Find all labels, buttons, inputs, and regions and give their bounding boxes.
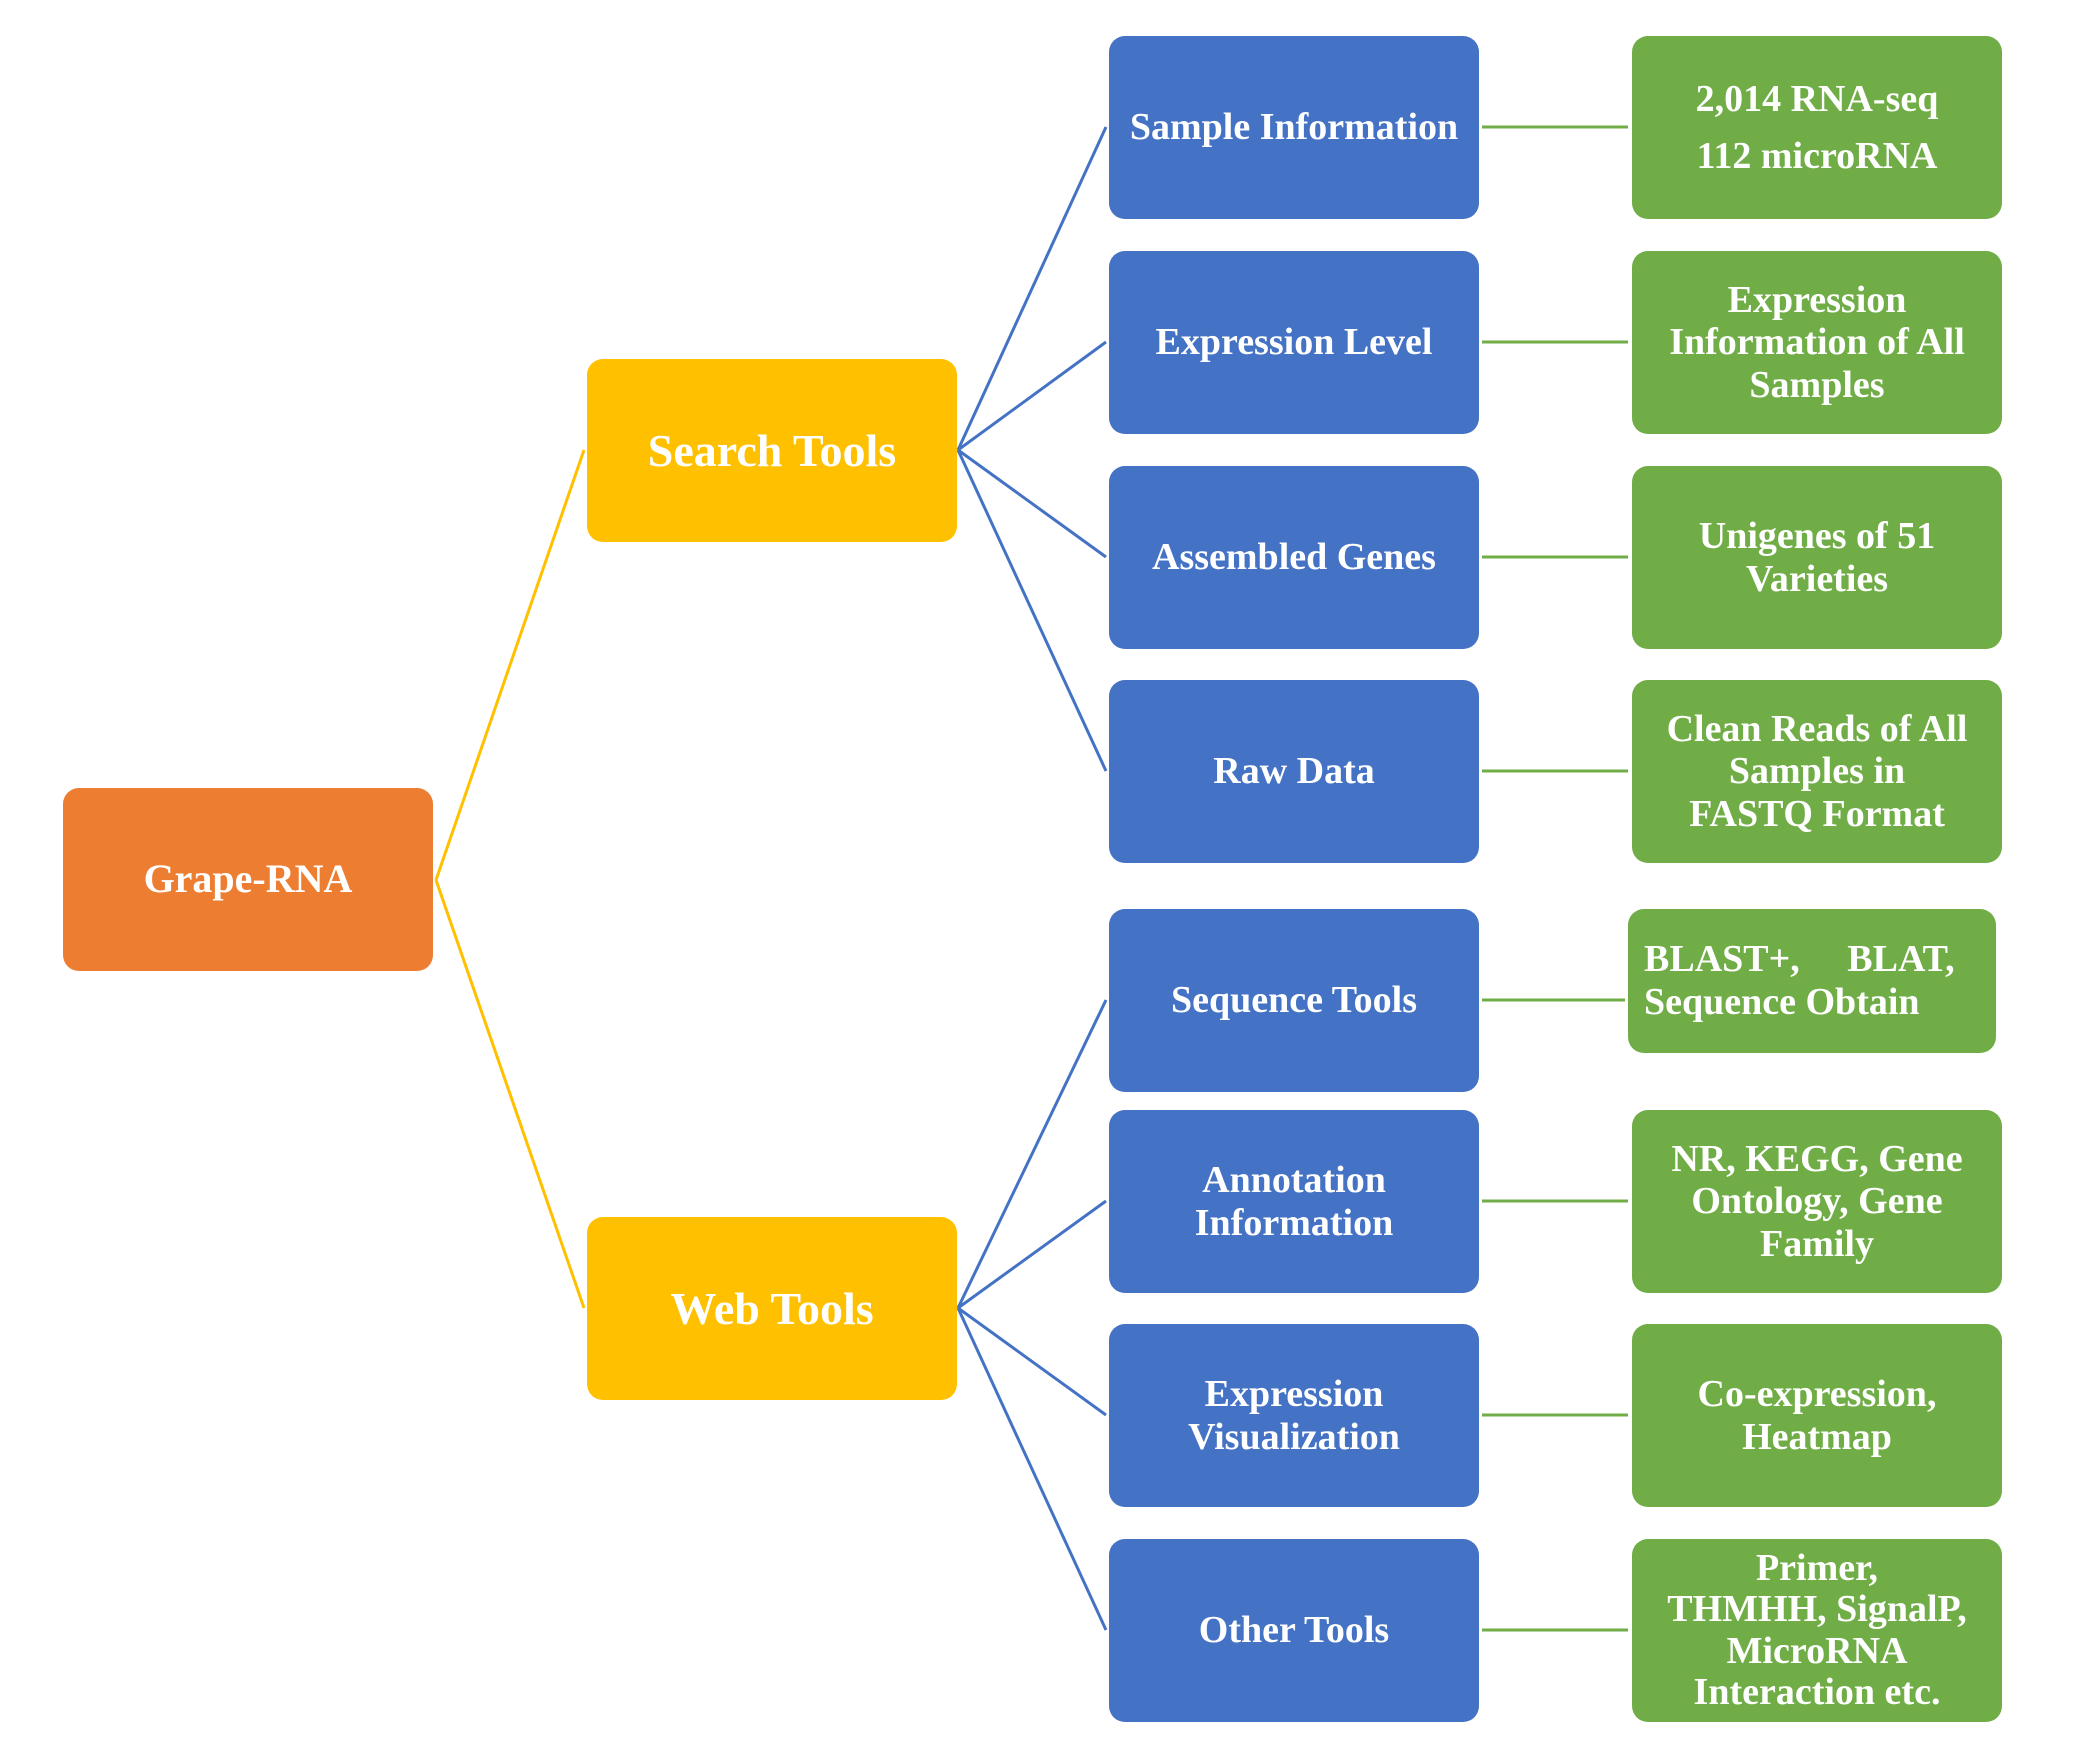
desc-sequence-tools: BLAST+, BLAT, Sequence Obtain	[1628, 909, 1996, 1053]
tool-label: Other Tools	[1198, 1609, 1390, 1652]
desc-expression-visualization: Co-expression, Heatmap	[1632, 1324, 2002, 1507]
connector-search-t3	[957, 448, 1107, 559]
connector-root-search	[434, 449, 586, 881]
tool-expression-level: Expression Level	[1109, 251, 1479, 434]
tool-label: Expression Level	[1155, 321, 1433, 364]
connector-search-t2	[957, 340, 1107, 452]
tool-annotation-information: Annotation Information	[1109, 1110, 1479, 1293]
desc-line: 2,014 RNA-seq	[1695, 77, 1939, 120]
desc-line: Primer,	[1755, 1547, 1879, 1590]
desc-line: Clean Reads of All	[1666, 707, 1968, 750]
root-label: Grape-RNA	[143, 856, 353, 902]
desc-line: Unigenes of 51	[1698, 514, 1936, 557]
tool-label: Sample Information	[1129, 106, 1459, 149]
connector-search-t4	[956, 449, 1108, 772]
tool-assembled-genes: Assembled Genes	[1109, 466, 1479, 649]
tool-label: Assembled Genes	[1152, 536, 1436, 579]
connector-web-t6	[957, 1199, 1107, 1310]
desc-line: FASTQ Format	[1689, 792, 1945, 835]
desc-line: Interaction etc.	[1693, 1670, 1941, 1713]
tool-raw-data: Raw Data	[1109, 680, 1479, 863]
desc-line: NR, KEGG, Gene	[1671, 1137, 1963, 1180]
connector-root-web	[434, 879, 586, 1309]
desc-expression-level: Expression Information of All Samples	[1632, 251, 2002, 434]
desc-line: Ontology, Gene	[1691, 1180, 1943, 1223]
category-label: Search Tools	[647, 424, 897, 476]
tool-label: Sequence Tools	[1170, 979, 1418, 1022]
desc-line: Co-expression,	[1697, 1372, 1937, 1415]
desc-raw-data: Clean Reads of All Samples in FASTQ Form…	[1632, 680, 2002, 863]
desc-line: Samples in	[1728, 750, 1906, 793]
desc-line: Expression	[1727, 278, 1907, 321]
desc-line: MicroRNA	[1726, 1629, 1908, 1672]
tool-label-line: Information	[1194, 1201, 1394, 1244]
connector-search-t1	[956, 126, 1108, 451]
desc-assembled-genes: Unigenes of 51 Varieties	[1632, 466, 2002, 649]
connector-web-t5	[956, 999, 1108, 1309]
desc-annotation-information: NR, KEGG, Gene Ontology, Gene Family	[1632, 1110, 2002, 1293]
tool-other-tools: Other Tools	[1109, 1539, 1479, 1722]
desc-line: Information of All	[1669, 321, 1965, 364]
tool-label-line: Annotation	[1202, 1158, 1386, 1201]
category-search-tools: Search Tools	[587, 359, 957, 542]
desc-line: Sequence Obtain	[1644, 981, 1920, 1023]
desc-line: Varieties	[1745, 557, 1889, 600]
category-web-tools: Web Tools	[587, 1217, 957, 1400]
connector-web-t7	[957, 1306, 1107, 1417]
tool-sequence-tools: Sequence Tools	[1109, 909, 1479, 1092]
desc-line: Heatmap	[1742, 1415, 1892, 1458]
desc-line: 112 microRNA	[1696, 134, 1938, 177]
connector-web-t8	[956, 1307, 1108, 1631]
tool-label: Raw Data	[1213, 750, 1375, 793]
tool-label-line: Visualization	[1188, 1415, 1400, 1458]
desc-sample-information: 2,014 RNA-seq 112 microRNA	[1632, 36, 2002, 219]
desc-line: Samples	[1749, 363, 1885, 406]
tool-label-line: Expression	[1204, 1372, 1384, 1415]
desc-other-tools: Primer, THMHH, SignalP, MicroRNA Interac…	[1632, 1539, 2002, 1722]
desc-line: THMHH, SignalP,	[1667, 1588, 1967, 1631]
tool-expression-visualization: Expression Visualization	[1109, 1324, 1479, 1507]
tool-sample-information: Sample Information	[1109, 36, 1479, 219]
root-node: Grape-RNA	[63, 788, 433, 971]
desc-line: Family	[1760, 1222, 1874, 1265]
category-label: Web Tools	[670, 1282, 874, 1334]
desc-line: BLAST+, BLAT,	[1644, 938, 1955, 981]
